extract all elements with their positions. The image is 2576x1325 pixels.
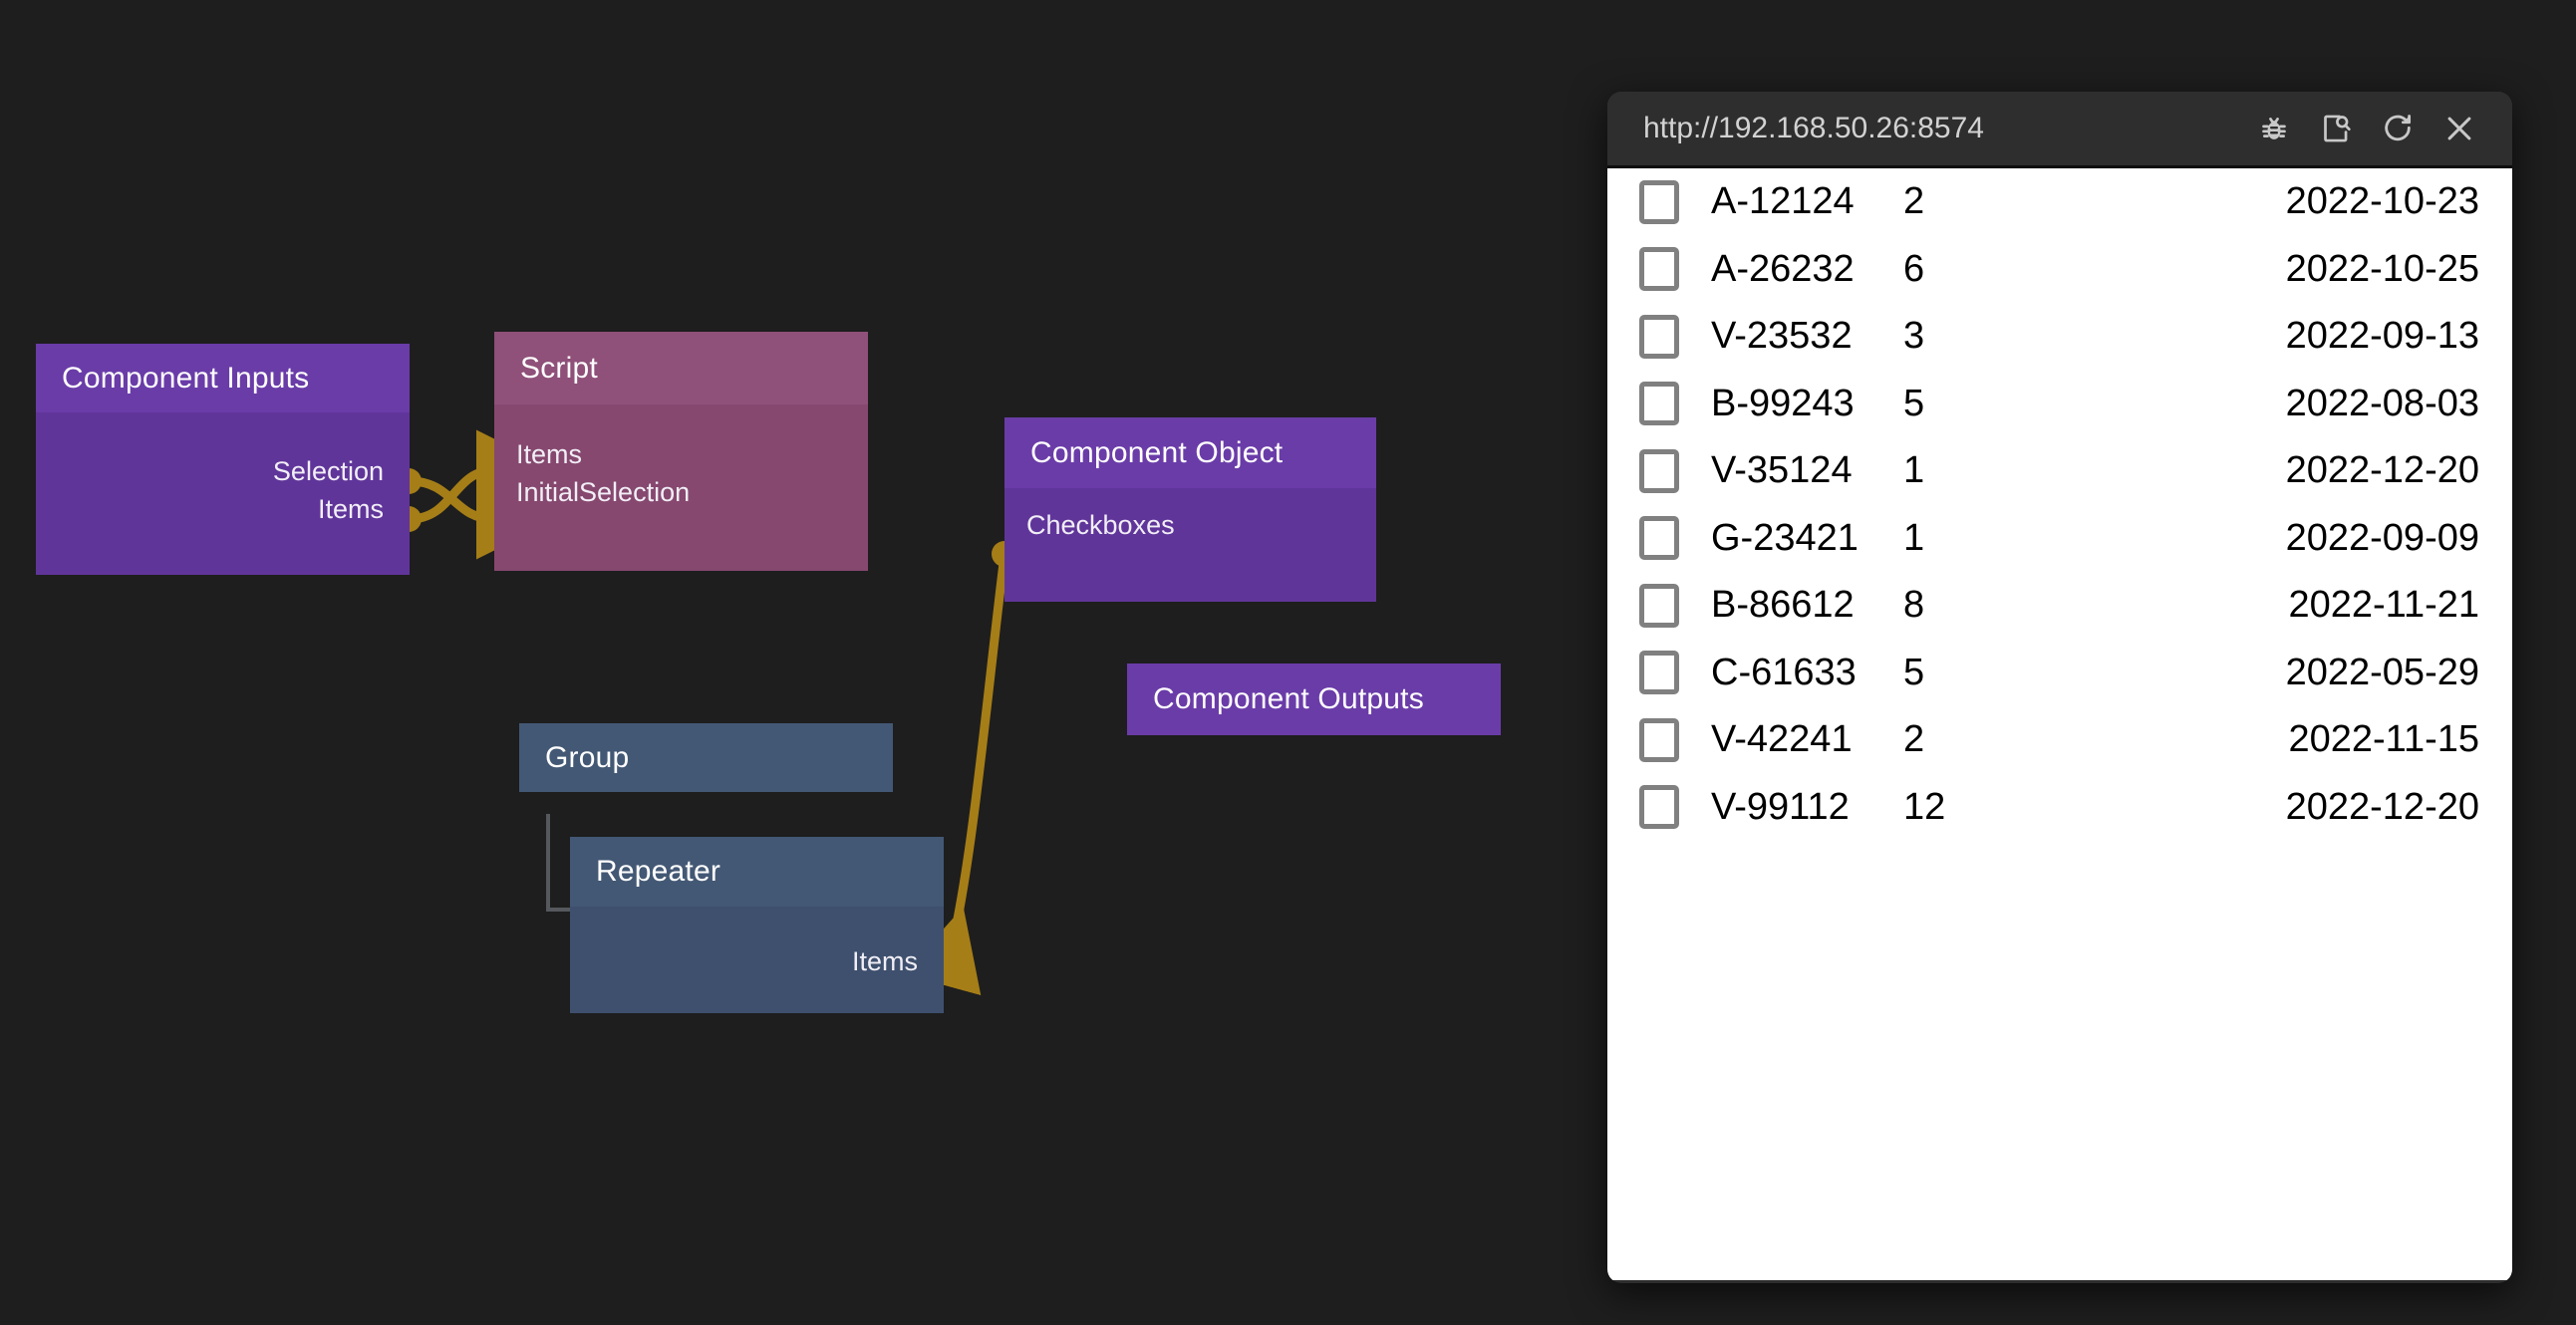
node-title-component-inputs: Component Inputs	[36, 344, 410, 412]
cell-quantity: 8	[1903, 584, 1925, 627]
cell-date: 2022-05-29	[2285, 651, 2479, 693]
cell-code: B-86612	[1711, 584, 1855, 627]
table-row[interactable]: G-23421 1 2022-09-09	[1607, 505, 2512, 573]
node-title-repeater: Repeater	[570, 837, 944, 907]
tree-elbow-connector	[546, 814, 580, 912]
port-repeater-items[interactable]: Items	[570, 942, 944, 980]
port-script-initialselection[interactable]: InitialSelection	[494, 473, 868, 511]
node-body-component-inputs: Selection Items	[36, 412, 410, 575]
row-checkbox[interactable]	[1639, 651, 1679, 695]
port-label-checkboxes: Checkboxes	[1026, 509, 1175, 540]
cell-date: 2022-08-03	[2285, 382, 2479, 424]
cell-date: 2022-09-09	[2285, 516, 2479, 559]
row-checkbox[interactable]	[1639, 448, 1679, 493]
cell-quantity: 3	[1903, 315, 1925, 358]
cell-code: V-99112	[1711, 785, 1850, 828]
row-checkbox[interactable]	[1639, 516, 1679, 561]
port-label-items: Items	[317, 493, 384, 524]
cell-quantity: 5	[1903, 382, 1925, 424]
row-checkbox[interactable]	[1639, 179, 1679, 224]
row-checkbox[interactable]	[1639, 247, 1679, 292]
table-row[interactable]: V-42241 2 2022-11-15	[1607, 706, 2512, 774]
node-body-repeater: Items	[570, 907, 944, 1013]
node-title-script: Script	[494, 332, 868, 404]
cell-code: V-42241	[1711, 718, 1853, 761]
port-selection[interactable]: Selection	[36, 452, 410, 490]
port-label-repeater-items: Items	[851, 945, 918, 976]
table-row[interactable]: B-99243 5 2022-08-03	[1607, 371, 2512, 438]
cell-quantity: 5	[1903, 651, 1925, 693]
port-checkboxes[interactable]: Checkboxes	[1004, 506, 1376, 544]
row-checkbox[interactable]	[1639, 314, 1679, 359]
node-script[interactable]: Script Items InitialSelection	[494, 332, 868, 571]
table-row[interactable]: A-26232 6 2022-10-25	[1607, 236, 2512, 304]
cell-quantity: 1	[1903, 449, 1925, 492]
cell-quantity: 2	[1903, 718, 1925, 761]
cell-date: 2022-11-21	[2288, 584, 2479, 627]
cell-code: C-61633	[1711, 651, 1857, 693]
cell-date: 2022-10-23	[2285, 180, 2479, 223]
node-title-component-outputs: Component Outputs	[1127, 663, 1501, 735]
node-body-script: Items InitialSelection	[494, 404, 868, 571]
node-title-component-object: Component Object	[1004, 417, 1376, 488]
cell-quantity: 2	[1903, 180, 1925, 223]
node-component-inputs[interactable]: Component Inputs Selection Items	[36, 344, 410, 575]
table-row[interactable]: A-12124 2 2022-10-23	[1607, 168, 2512, 236]
port-items[interactable]: Items	[36, 490, 410, 528]
cell-date: 2022-12-20	[2285, 449, 2479, 492]
table-row[interactable]: B-86612 8 2022-11-21	[1607, 572, 2512, 640]
cell-code: V-23532	[1711, 315, 1853, 358]
close-icon[interactable]	[2429, 98, 2490, 159]
inspect-page-icon[interactable]	[2305, 98, 2367, 159]
port-label-script-initialselection: InitialSelection	[516, 476, 691, 507]
port-label-selection: Selection	[272, 455, 384, 486]
cell-date: 2022-12-20	[2285, 785, 2479, 828]
table-row[interactable]: C-61633 5 2022-05-29	[1607, 640, 2512, 707]
node-component-outputs[interactable]: Component Outputs	[1127, 663, 1501, 735]
url-text[interactable]: http://192.168.50.26:8574	[1643, 112, 1984, 144]
port-script-items[interactable]: Items	[494, 435, 868, 473]
cell-code: V-35124	[1711, 449, 1853, 492]
cell-code: B-99243	[1711, 382, 1855, 424]
port-label-script-items: Items	[516, 438, 583, 469]
node-body-component-object: Checkboxes	[1004, 488, 1376, 602]
cell-code: G-23421	[1711, 516, 1859, 559]
reload-icon[interactable]	[2367, 98, 2429, 159]
table-row[interactable]: V-99112 12 2022-12-20	[1607, 774, 2512, 842]
node-component-object[interactable]: Component Object Checkboxes	[1004, 417, 1376, 602]
row-checkbox[interactable]	[1639, 382, 1679, 426]
cell-code: A-26232	[1711, 247, 1855, 290]
cell-date: 2022-09-13	[2285, 315, 2479, 358]
node-repeater[interactable]: Repeater Items	[570, 837, 944, 1013]
browser-header: http://192.168.50.26:8574	[1607, 92, 2512, 168]
row-checkbox[interactable]	[1639, 785, 1679, 830]
row-checkbox[interactable]	[1639, 583, 1679, 628]
browser-preview-panel[interactable]: http://192.168.50.26:8574	[1607, 92, 2512, 1283]
cell-quantity: 6	[1903, 247, 1925, 290]
row-checkbox[interactable]	[1639, 717, 1679, 762]
table-row[interactable]: V-35124 1 2022-12-20	[1607, 437, 2512, 505]
table-row[interactable]: V-23532 3 2022-09-13	[1607, 303, 2512, 371]
node-group[interactable]: Group	[519, 723, 893, 792]
cell-date: 2022-11-15	[2288, 718, 2479, 761]
cell-code: A-12124	[1711, 180, 1855, 223]
cell-quantity: 1	[1903, 516, 1925, 559]
node-title-group: Group	[519, 723, 893, 792]
debug-icon[interactable]	[2243, 98, 2305, 159]
cell-date: 2022-10-25	[2285, 247, 2479, 290]
cell-quantity: 12	[1903, 785, 1946, 828]
